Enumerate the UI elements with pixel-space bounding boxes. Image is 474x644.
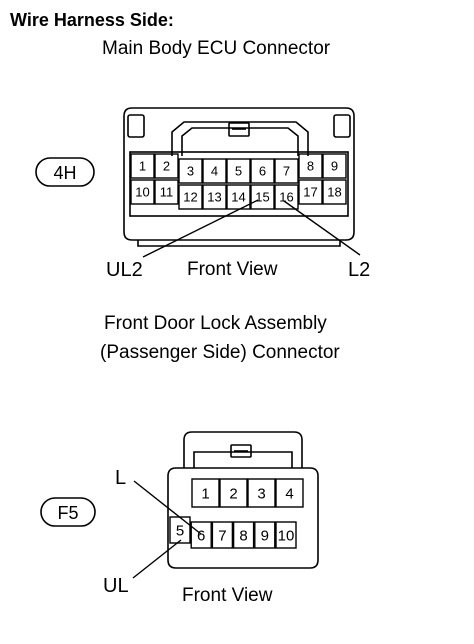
- door-connector-housing: [167, 431, 319, 569]
- ecu-pin-8-cell: [298, 153, 323, 179]
- ecu-pin-16-label: 16: [279, 190, 293, 205]
- ecu-pin-13-label: 13: [207, 190, 221, 205]
- door-label-ul: UL: [103, 575, 129, 597]
- ecu-pin-1-label: 1: [139, 159, 146, 174]
- ecu-pin-1-cell: [130, 153, 155, 179]
- door-label-l: L: [115, 467, 126, 489]
- ecu-pin-12-cell: [178, 184, 203, 210]
- ecu-pin-18-label: 18: [327, 185, 341, 200]
- ecu-pin-5-cell: [226, 158, 251, 184]
- ecu-l2-leader-line: [283, 200, 361, 256]
- door-pin-8-cell: [232, 521, 255, 549]
- door-pin-1-label: 1: [201, 485, 209, 502]
- ecu-label-ul2: UL2: [106, 259, 143, 281]
- door-front-view-label: Front View: [182, 585, 273, 606]
- door-pin-9-label: 9: [261, 527, 269, 544]
- ecu-pin-14-label: 14: [231, 190, 245, 205]
- door-code-oval: [40, 497, 96, 527]
- ecu-front-view-label: Front View: [187, 259, 278, 280]
- door-connector-code: F5: [57, 503, 78, 523]
- door-pin-7-label: 7: [218, 527, 226, 544]
- door-connector-title-line1: Front Door Lock Assembly: [104, 313, 327, 334]
- ecu-connector-housing: [123, 107, 355, 247]
- door-pin-6-label: 6: [197, 527, 205, 544]
- ecu-pin-11-cell: [154, 179, 179, 205]
- ecu-pin-6-label: 6: [259, 164, 266, 179]
- ecu-connector-code: 4H: [53, 163, 76, 183]
- door-pin-9-cell: [254, 521, 276, 549]
- ecu-pin-15-cell: [250, 184, 275, 210]
- door-pin-8-label: 8: [239, 527, 247, 544]
- ecu-pin-3-label: 3: [187, 164, 194, 179]
- door-pin-7-cell: [211, 521, 234, 549]
- page-heading: Wire Harness Side:: [10, 10, 174, 30]
- ecu-pin-12-label: 12: [183, 190, 197, 205]
- ecu-pin-2-label: 2: [163, 159, 170, 174]
- ecu-pin-9-cell: [322, 153, 347, 179]
- ecu-ul2-leader-line: [142, 199, 259, 258]
- ecu-pin-15-label: 15: [255, 190, 269, 205]
- ecu-code-oval: [35, 157, 95, 187]
- door-pin-4-label: 4: [285, 485, 293, 502]
- door-pin-10-label: 10: [278, 527, 295, 544]
- ecu-pin-8-label: 8: [307, 159, 314, 174]
- door-l-leader-line: [133, 480, 202, 535]
- door-pin-6-cell: [190, 521, 212, 549]
- door-pin-3-cell: [247, 478, 276, 508]
- ecu-pin-16-cell: [274, 184, 299, 210]
- ecu-pin-18-cell: [322, 179, 347, 205]
- door-pin-2-cell: [219, 478, 248, 508]
- ecu-pin-10-label: 10: [135, 185, 149, 200]
- door-ul-leader-line: [132, 539, 182, 579]
- door-pin-1-cell: [191, 478, 220, 508]
- ecu-pin-17-label: 17: [303, 185, 317, 200]
- door-pin-5-label: 5: [176, 522, 184, 539]
- door-pin-2-label: 2: [229, 485, 237, 502]
- ecu-pin-2-cell: [154, 153, 179, 179]
- door-pin-3-label: 3: [257, 485, 265, 502]
- ecu-pin-10-cell: [130, 179, 155, 205]
- ecu-pin-6-cell: [250, 158, 275, 184]
- ecu-pin-7-label: 7: [283, 164, 290, 179]
- door-connector-title-line2: (Passenger Side) Connector: [100, 342, 340, 363]
- ecu-pin-4-label: 4: [211, 164, 218, 179]
- ecu-pin-7-cell: [274, 158, 299, 184]
- ecu-pin-13-cell: [202, 184, 227, 210]
- ecu-pin-9-label: 9: [331, 159, 338, 174]
- ecu-pin-17-cell: [298, 179, 323, 205]
- ecu-pin-4-cell: [202, 158, 227, 184]
- ecu-connector-title: Main Body ECU Connector: [102, 38, 331, 59]
- ecu-pin-5-label: 5: [235, 164, 242, 179]
- ecu-pin-3-cell: [178, 158, 203, 184]
- door-pin-4-cell: [275, 478, 304, 508]
- ecu-pin-11-label: 11: [160, 185, 174, 200]
- ecu-label-l2: L2: [348, 259, 370, 281]
- door-pin-10-cell: [275, 521, 297, 549]
